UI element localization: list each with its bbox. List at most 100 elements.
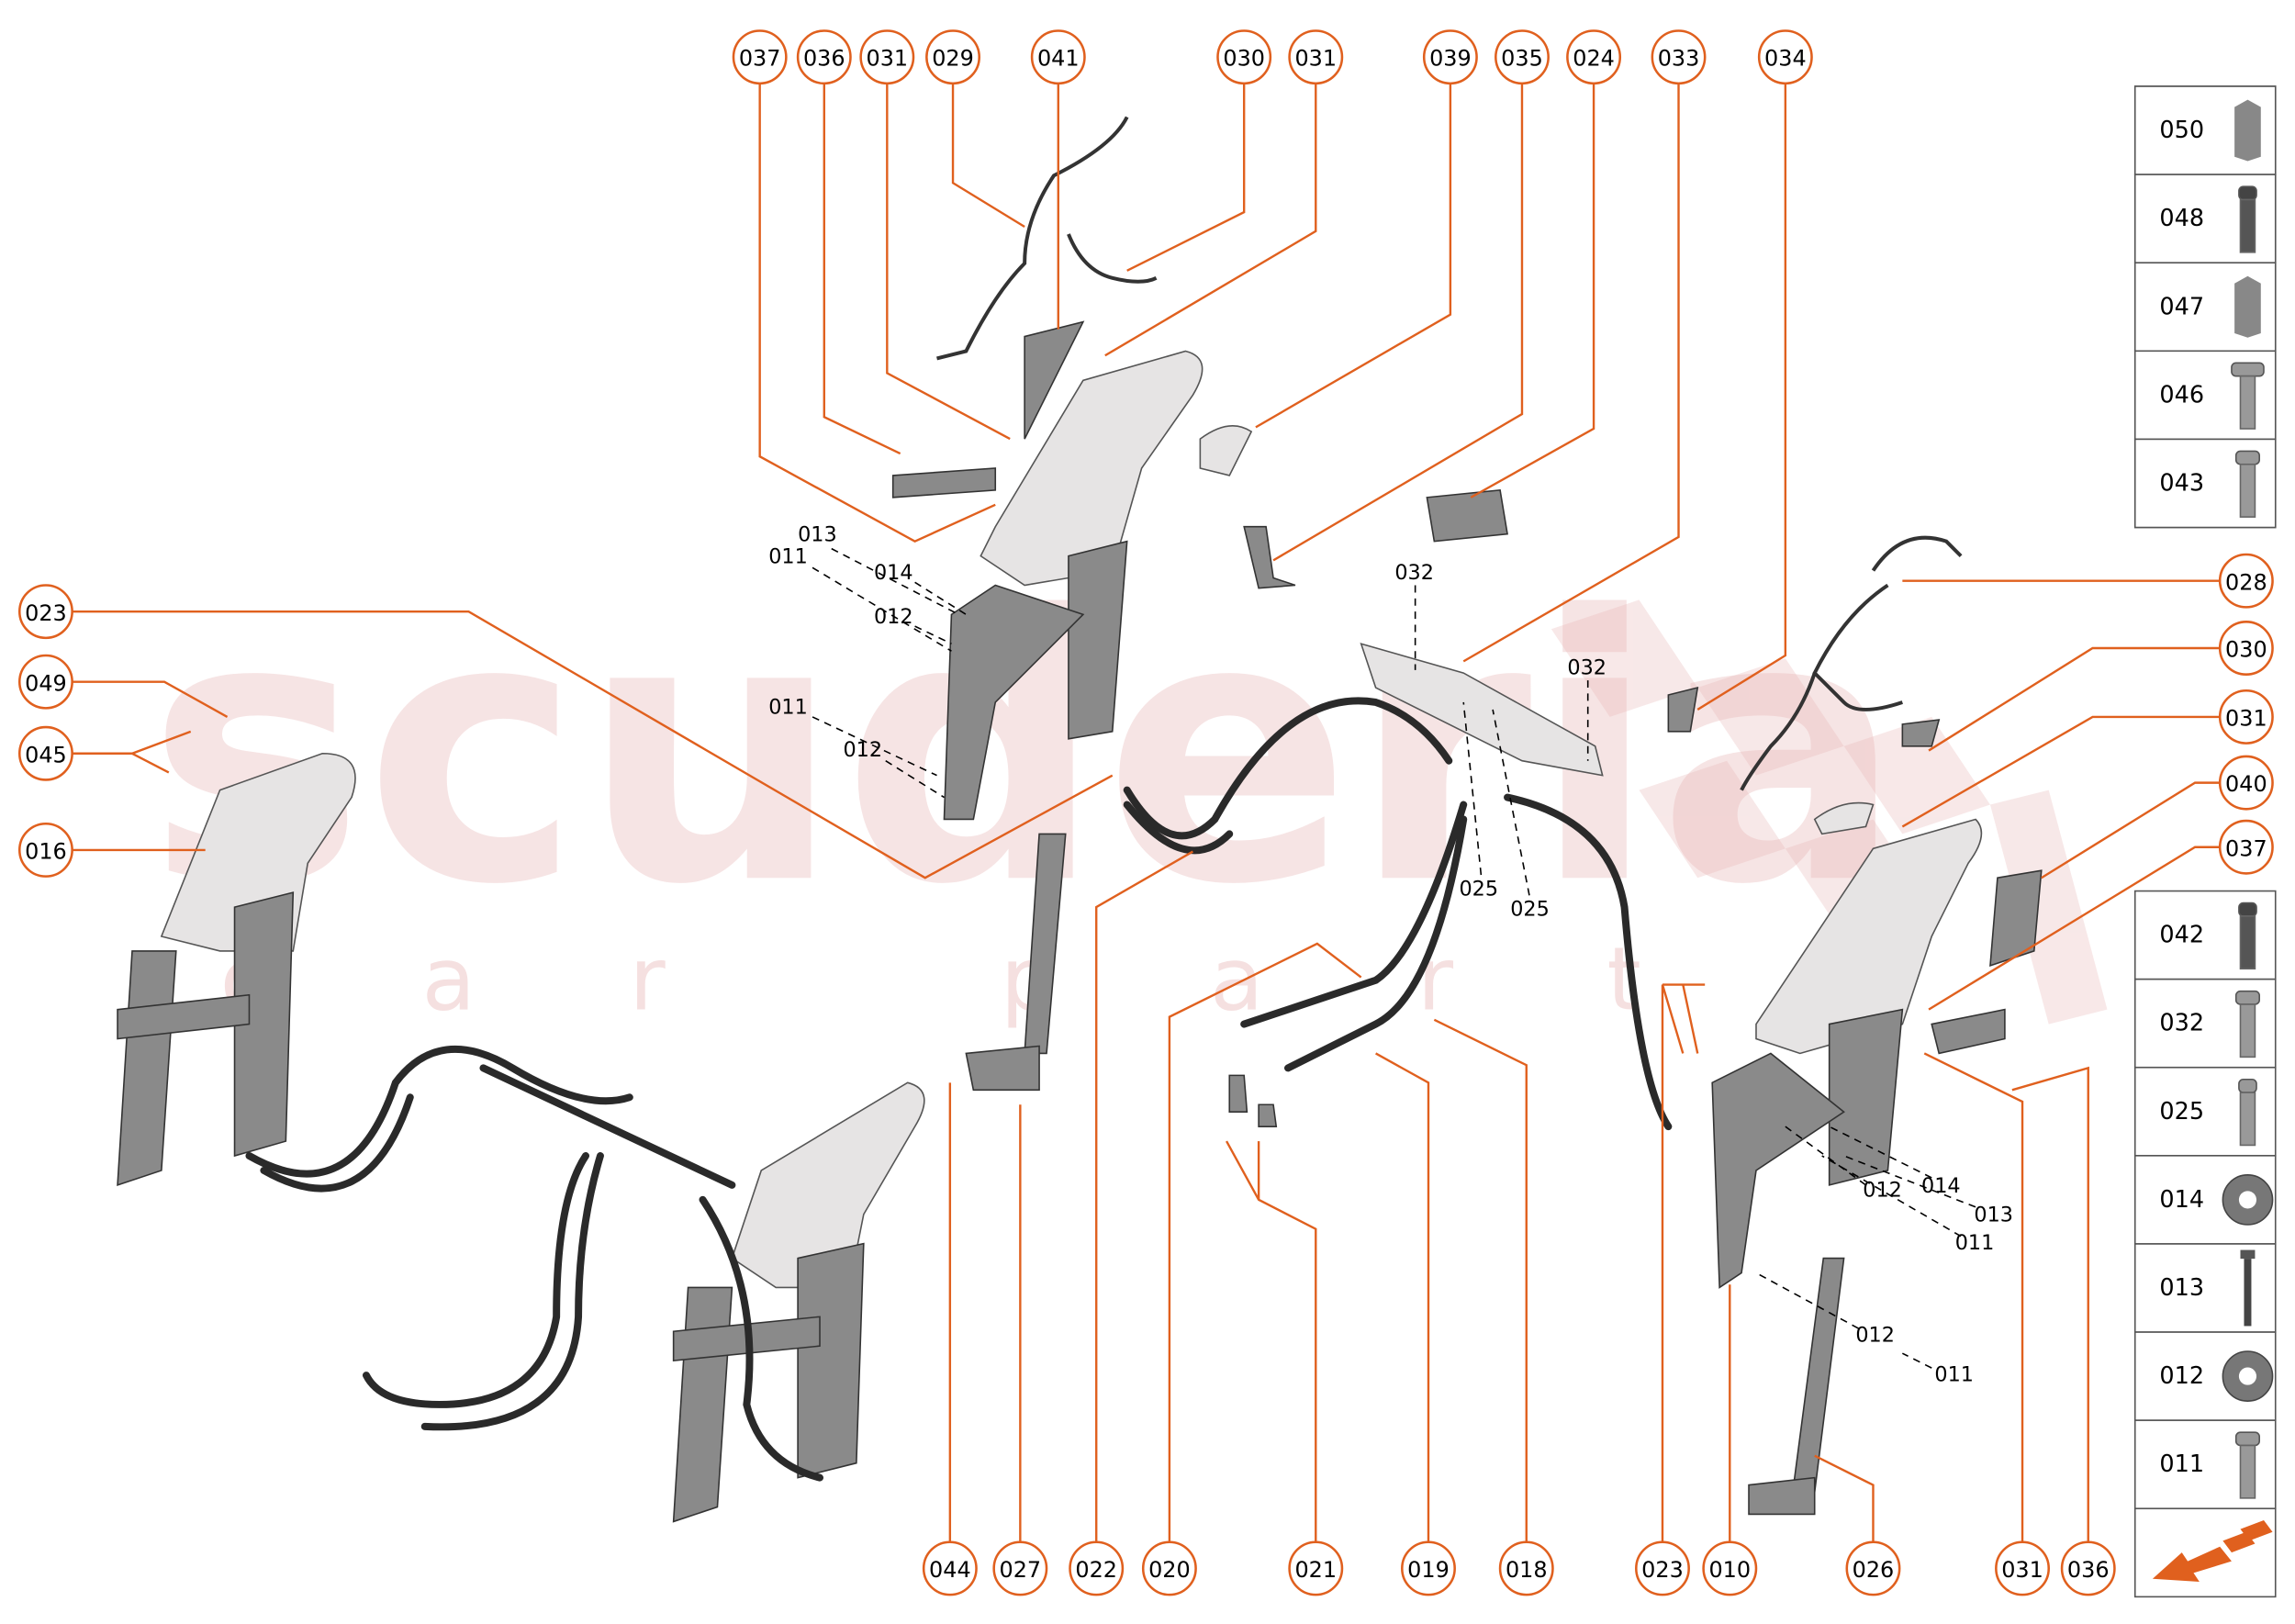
- callout-036[interactable]: 036: [2060, 1540, 2116, 1596]
- callout-circle[interactable]: [859, 29, 915, 85]
- leader-line: [886, 83, 1011, 441]
- callout-label: 031: [2225, 706, 2267, 732]
- dashed-leader: [1785, 1126, 1866, 1186]
- callout-044[interactable]: 044: [922, 1540, 978, 1596]
- callout-037[interactable]: 037: [732, 29, 788, 85]
- callout-label: 022: [1075, 1557, 1117, 1583]
- callout-023[interactable]: 023: [17, 584, 73, 640]
- callout-label: 010: [1708, 1557, 1751, 1583]
- callout-031[interactable]: 031: [2218, 689, 2274, 745]
- callout-029[interactable]: 029: [925, 29, 981, 85]
- callout-circle[interactable]: [2218, 819, 2274, 875]
- leader-line: [1682, 984, 1699, 1054]
- callout-label: 041: [1037, 46, 1080, 72]
- callout-024[interactable]: 024: [1566, 29, 1622, 85]
- callout-019[interactable]: 019: [1401, 1540, 1456, 1596]
- callout-010[interactable]: 010: [1702, 1540, 1758, 1596]
- callout-circle[interactable]: [1995, 1540, 2050, 1596]
- legend-nav-row[interactable]: [2133, 1507, 2277, 1598]
- callout-circle[interactable]: [1401, 1540, 1456, 1596]
- callout-circle[interactable]: [1635, 1540, 1690, 1596]
- leader-line: [1433, 1018, 1528, 1542]
- direction-arrow-icon[interactable]: [2152, 1520, 2273, 1582]
- callout-circle[interactable]: [1498, 1540, 1554, 1596]
- leader-line: [2011, 1066, 2089, 1542]
- callout-045[interactable]: 045: [17, 725, 73, 781]
- callout-circle[interactable]: [2218, 553, 2274, 609]
- leader-line: [1226, 1140, 1317, 1542]
- callout-026[interactable]: 026: [1845, 1540, 1901, 1596]
- callout-circle[interactable]: [1845, 1540, 1901, 1596]
- leader-line: [1696, 83, 1787, 711]
- callout-circle[interactable]: [17, 584, 73, 640]
- callout-label: 028: [2225, 569, 2267, 595]
- callout-circle[interactable]: [1422, 29, 1478, 85]
- callout-040[interactable]: 040: [2218, 755, 2274, 811]
- callout-circle[interactable]: [17, 654, 73, 710]
- leader-line: [1923, 1052, 2024, 1542]
- callout-circle[interactable]: [1651, 29, 1707, 85]
- callout-036[interactable]: 036: [796, 29, 852, 85]
- callout-circle[interactable]: [1141, 1540, 1197, 1596]
- callout-030[interactable]: 030: [2218, 621, 2274, 676]
- callout-049[interactable]: 049: [17, 654, 73, 710]
- callout-circle[interactable]: [796, 29, 852, 85]
- callout-circle[interactable]: [17, 725, 73, 781]
- callout-018[interactable]: 018: [1498, 1540, 1554, 1596]
- callout-031[interactable]: 031: [859, 29, 915, 85]
- dashed-leader: [812, 716, 937, 777]
- callout-label: 023: [1641, 1557, 1684, 1583]
- callout-circle[interactable]: [2218, 621, 2274, 676]
- callout-circle[interactable]: [1288, 29, 1344, 85]
- leader-line: [1928, 646, 2221, 752]
- callout-circle[interactable]: [1216, 29, 1272, 85]
- callout-circle[interactable]: [17, 822, 73, 878]
- leader-lines: [72, 83, 2221, 1542]
- callout-circle[interactable]: [2218, 755, 2274, 811]
- callout-031[interactable]: 031: [1288, 29, 1344, 85]
- callout-031[interactable]: 031: [1995, 1540, 2050, 1596]
- part-label-013: 013: [798, 523, 837, 547]
- callout-034[interactable]: 034: [1757, 29, 1813, 85]
- callout-circle[interactable]: [1030, 29, 1086, 85]
- callout-circle[interactable]: [2218, 689, 2274, 745]
- callout-037[interactable]: 037: [2218, 819, 2274, 875]
- callout-030[interactable]: 030: [1216, 29, 1272, 85]
- dashed-leader: [1492, 709, 1530, 896]
- callout-label: 036: [803, 46, 845, 72]
- callout-023[interactable]: 023: [1635, 1540, 1690, 1596]
- callout-circle[interactable]: [925, 29, 981, 85]
- dashed-leaders: [812, 547, 1976, 1369]
- callout-028[interactable]: 028: [2218, 553, 2274, 609]
- callout-circle[interactable]: [922, 1540, 978, 1596]
- callout-circle[interactable]: [2060, 1540, 2116, 1596]
- callout-circle[interactable]: [1288, 1540, 1344, 1596]
- dashed-leader: [1843, 1155, 1976, 1208]
- callout-041[interactable]: 041: [1030, 29, 1086, 85]
- callout-circle[interactable]: [732, 29, 788, 85]
- callout-021[interactable]: 021: [1288, 1540, 1344, 1596]
- callout-020[interactable]: 020: [1141, 1540, 1197, 1596]
- callout-039[interactable]: 039: [1422, 29, 1478, 85]
- legend-part-number: 013: [2159, 1274, 2204, 1302]
- callout-circle[interactable]: [992, 1540, 1048, 1596]
- callout-circle[interactable]: [1566, 29, 1622, 85]
- callout-circle[interactable]: [1702, 1540, 1758, 1596]
- leader-line: [951, 83, 1025, 229]
- callout-016[interactable]: 016: [17, 822, 73, 878]
- leader-line: [131, 752, 170, 774]
- hex-pin-icon: [2234, 275, 2261, 338]
- callout-033[interactable]: 033: [1651, 29, 1707, 85]
- part-label-012: 012: [1863, 1179, 1902, 1203]
- callout-label: 026: [1853, 1557, 1895, 1583]
- callout-circle[interactable]: [1757, 29, 1813, 85]
- legend-row-046: 046: [2133, 350, 2277, 441]
- legend-part-number: 025: [2159, 1098, 2204, 1126]
- callout-035[interactable]: 035: [1495, 29, 1550, 85]
- callout-027[interactable]: 027: [992, 1540, 1048, 1596]
- callout-circle[interactable]: [1495, 29, 1550, 85]
- callout-022[interactable]: 022: [1069, 1540, 1125, 1596]
- part-label-013: 013: [1974, 1204, 2013, 1227]
- callout-circle[interactable]: [1069, 1540, 1125, 1596]
